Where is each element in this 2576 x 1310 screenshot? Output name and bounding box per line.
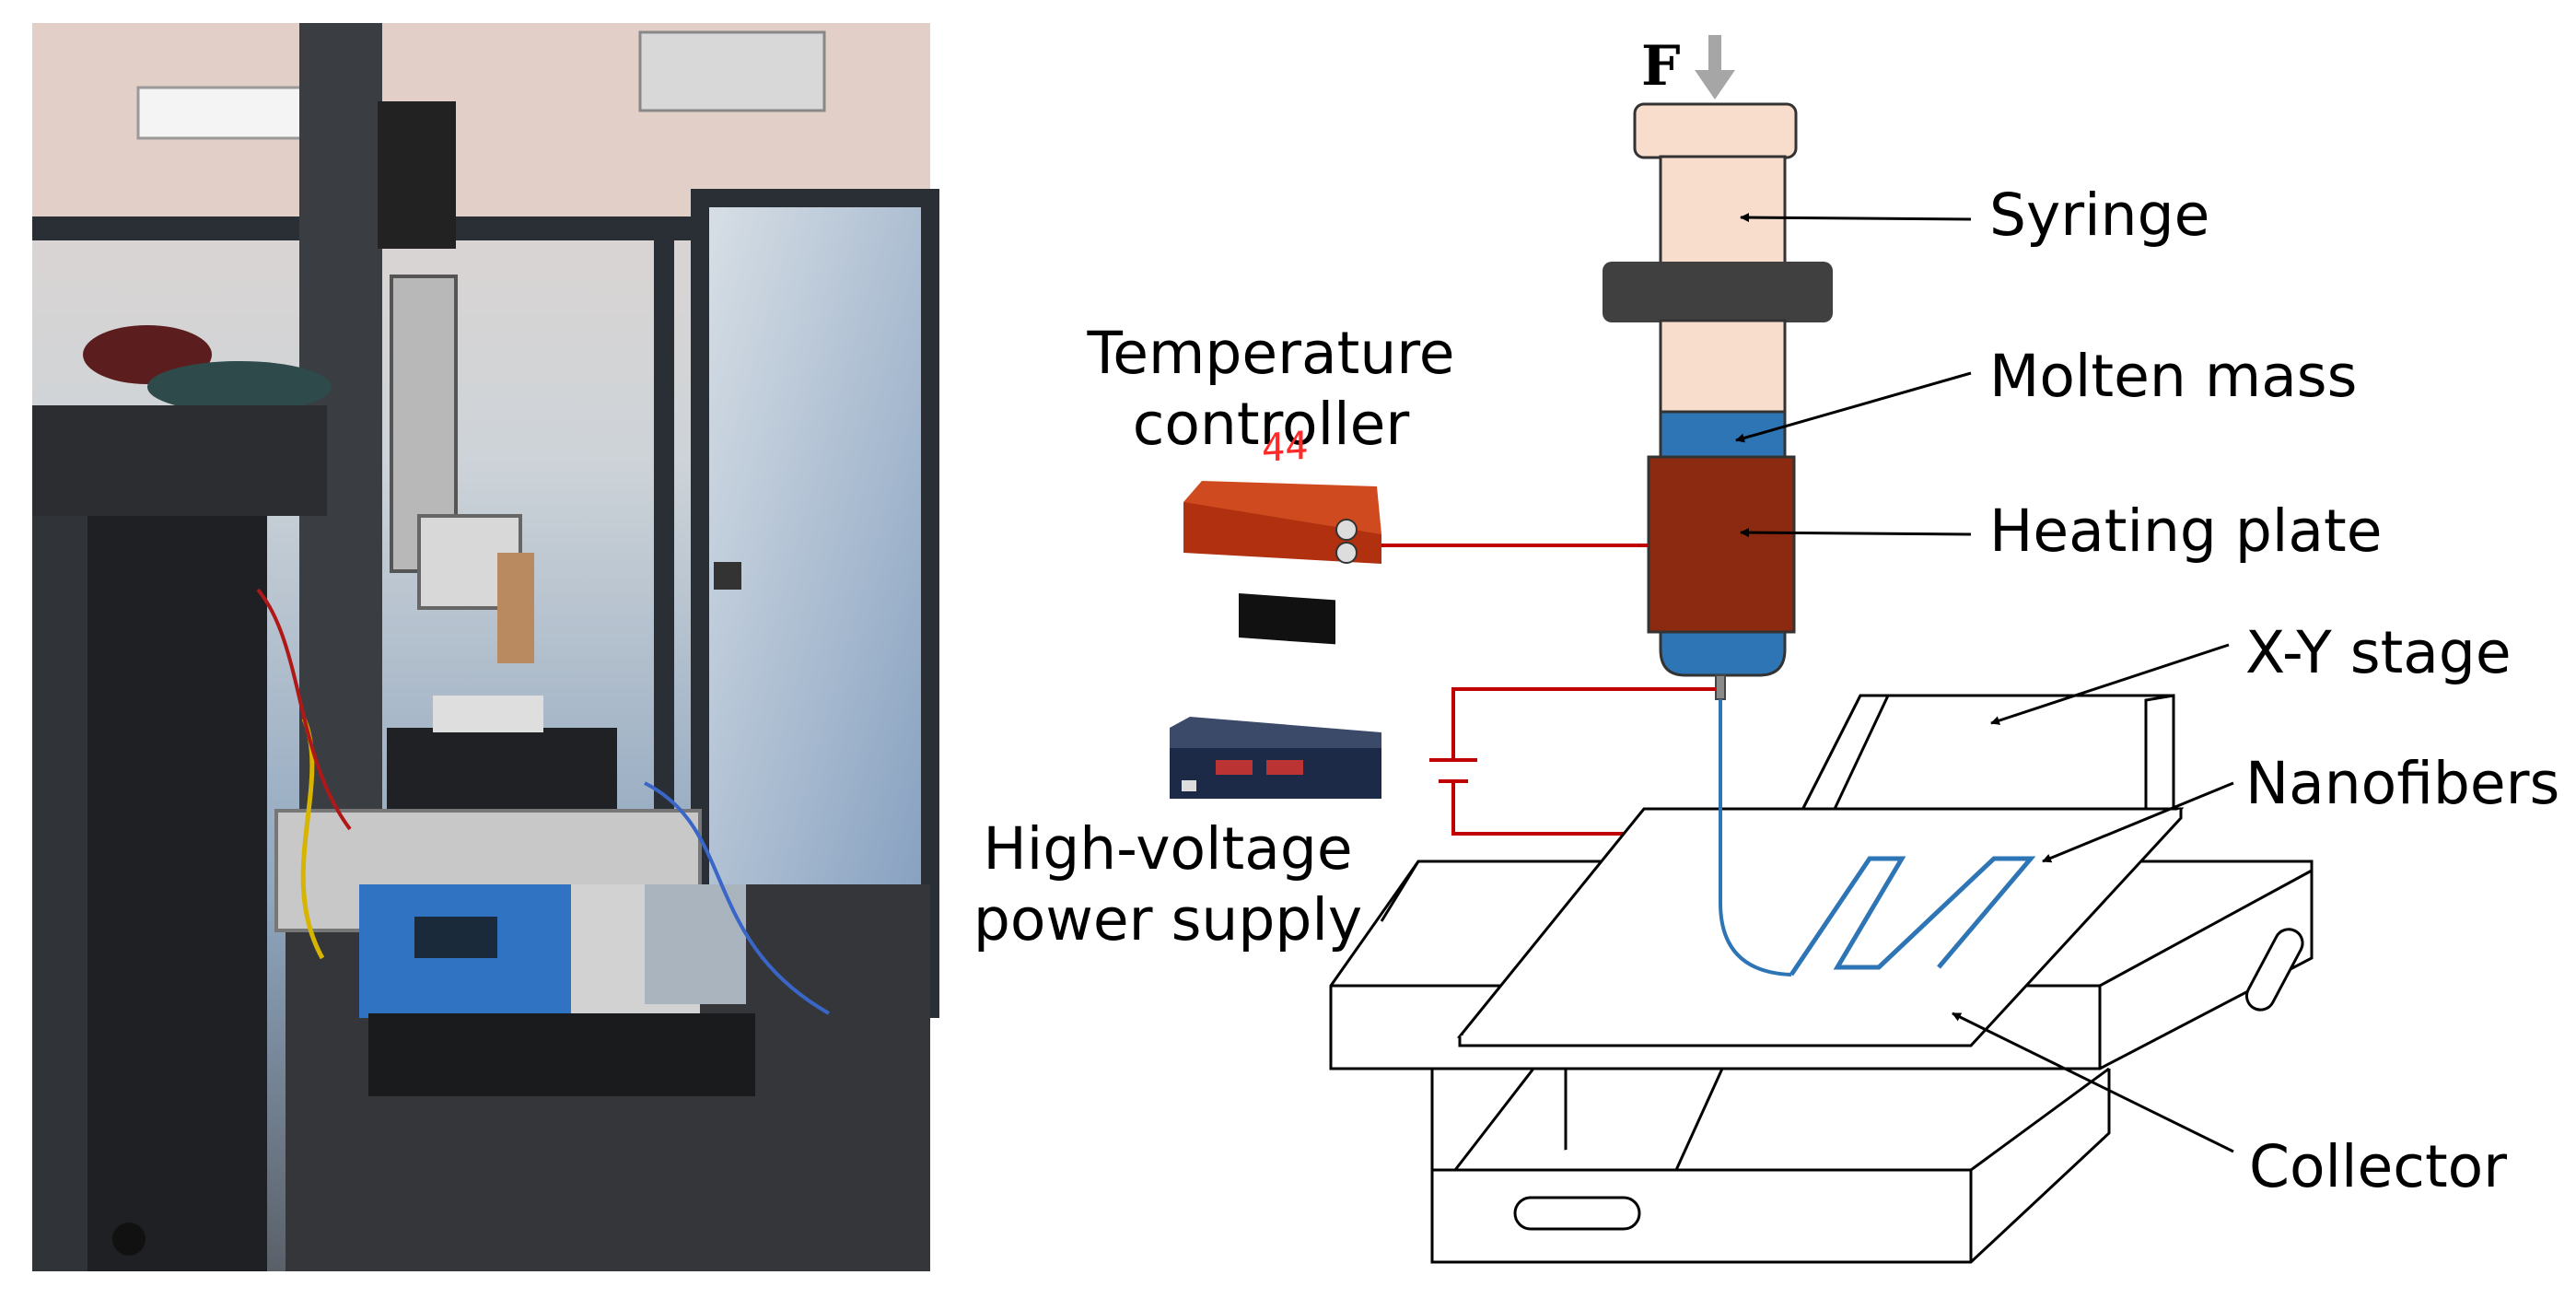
temp-display: 44 bbox=[1262, 423, 1309, 471]
xy-stage-label: X-Y stage bbox=[2245, 619, 2512, 686]
heating-plate bbox=[1647, 455, 1796, 634]
molten-mass bbox=[1659, 410, 1787, 460]
apparatus-photo bbox=[32, 23, 939, 1271]
collector-plate bbox=[1456, 807, 2185, 1047]
heating-plate-leader bbox=[1740, 528, 1972, 538]
syringe-leader bbox=[1740, 213, 1972, 223]
molten-mass-label: Molten mass bbox=[1989, 343, 2357, 410]
heating-plate-label: Heating plate bbox=[1989, 497, 2382, 565]
syringe-label: Syringe bbox=[1989, 181, 2209, 249]
nanofibers-label: Nanofibers bbox=[2245, 750, 2559, 817]
collector-leader bbox=[1952, 1012, 2234, 1153]
hv-circuit bbox=[1429, 687, 1716, 836]
syringe-clamp bbox=[1603, 262, 1833, 322]
hv-label-2: power supply bbox=[973, 886, 1362, 953]
needle bbox=[1715, 674, 1726, 700]
temperature-controller: 44 bbox=[1183, 423, 1381, 645]
high-voltage-power-supply bbox=[1170, 717, 1381, 799]
fiber-jet bbox=[1719, 699, 1792, 977]
temp-controller-label-1: Temperature bbox=[1086, 320, 1454, 387]
force-arrow-icon bbox=[1695, 35, 1735, 99]
temp-controller-label-2: controller bbox=[1133, 391, 1410, 458]
force-label: F bbox=[1641, 34, 1681, 99]
xy-stage-leader bbox=[1990, 643, 2230, 725]
nanofibers-leader bbox=[2042, 781, 2234, 863]
molten-mass-leader bbox=[1735, 371, 1972, 443]
syringe bbox=[1603, 102, 1833, 700]
nanofibers bbox=[1789, 856, 2036, 977]
hv-label-1: High-voltage bbox=[983, 815, 1352, 883]
collector-label: Collector bbox=[2249, 1133, 2507, 1200]
